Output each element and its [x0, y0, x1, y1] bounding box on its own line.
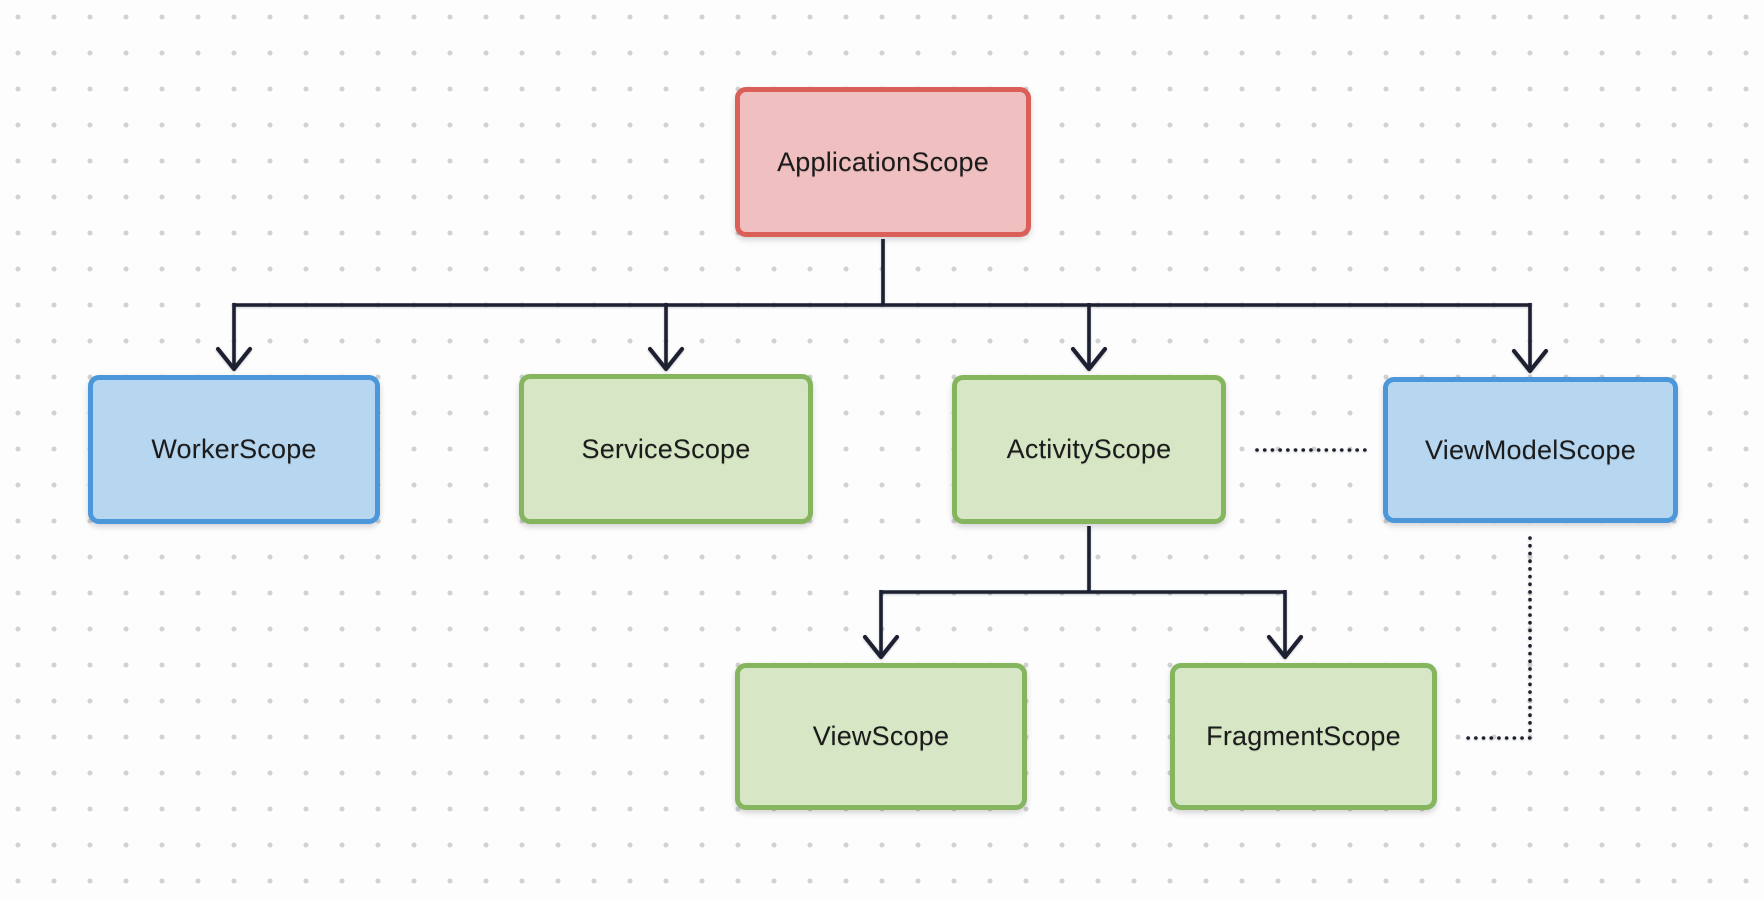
node-activity-scope-label: ActivityScope	[1006, 434, 1172, 464]
arrowhead-service-icon	[647, 346, 685, 372]
node-service-scope[interactable]: ServiceScope	[519, 374, 813, 524]
node-application-scope[interactable]: ApplicationScope	[735, 87, 1031, 237]
edge-activity-trunk	[881, 526, 1285, 594]
arrowhead-viewmodel-icon	[1511, 348, 1549, 374]
node-worker-scope[interactable]: WorkerScope	[88, 375, 380, 524]
arrowhead-worker-icon	[215, 346, 253, 372]
node-viewmodel-scope[interactable]: ViewModelScope	[1383, 377, 1678, 523]
arrowhead-fragment-icon	[1266, 634, 1304, 660]
node-fragment-scope[interactable]: FragmentScope	[1170, 663, 1437, 810]
node-worker-scope-label: WorkerScope	[151, 434, 317, 464]
node-service-scope-label: ServiceScope	[581, 433, 751, 464]
node-viewmodel-scope-label: ViewModelScope	[1425, 434, 1636, 465]
arrowhead-activity-icon	[1070, 346, 1108, 372]
edge-viewmodel-fragment-dotted	[1464, 536, 1532, 740]
node-application-scope-label: ApplicationScope	[777, 146, 989, 177]
node-view-scope[interactable]: ViewScope	[735, 663, 1027, 810]
node-activity-scope[interactable]: ActivityScope	[952, 375, 1226, 524]
node-view-scope-label: ViewScope	[812, 721, 950, 751]
edge-application-trunk	[234, 239, 1530, 307]
node-fragment-scope-label: FragmentScope	[1206, 721, 1401, 751]
arrowhead-view-icon	[862, 634, 900, 660]
